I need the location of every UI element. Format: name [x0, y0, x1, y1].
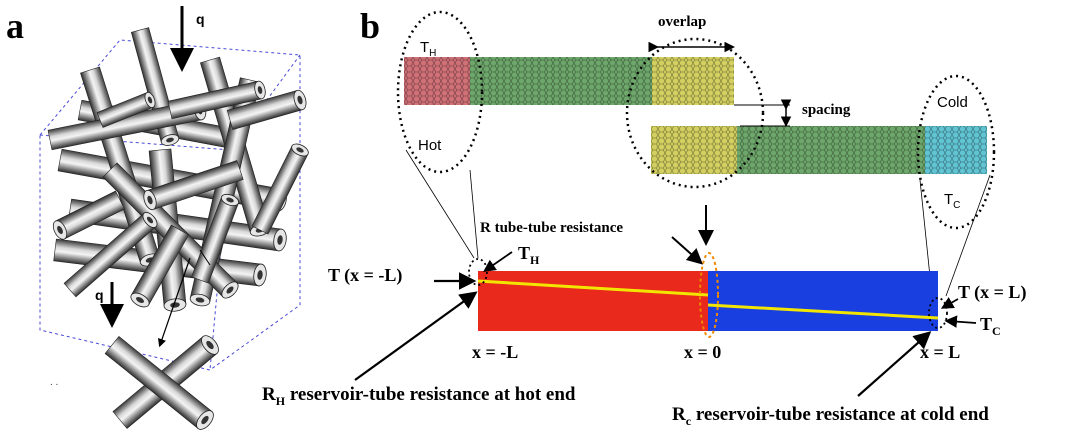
tube-tube-pointer-arrow [671, 236, 703, 265]
x-left-label: x = -L [472, 342, 518, 362]
nanotube-rod [143, 160, 244, 211]
hot-label: Hot [418, 137, 442, 154]
th-top-label: TH [420, 39, 436, 59]
x-zero-label: x = 0 [684, 342, 721, 362]
t-left-label: T (x = -L) [328, 265, 402, 286]
rh-label: RH reservoir-tube resistance at hot end [262, 384, 576, 408]
tc-top-label: TC [944, 191, 960, 211]
rc-arrow [857, 331, 932, 397]
nanotube-rod [104, 336, 214, 430]
nanotube-rod [63, 212, 158, 298]
nanotube-rod [130, 224, 190, 308]
nanotube-rod [167, 80, 266, 120]
tc-arrow [944, 315, 977, 328]
spacing-label: spacing [802, 102, 851, 118]
th-label: TH [518, 243, 540, 267]
nanotube-rod [191, 193, 240, 284]
nanotube-rod [226, 89, 307, 130]
cold-label: Cold [937, 94, 968, 111]
projection-line [945, 174, 991, 297]
nanotube-top [404, 57, 734, 105]
q-top-label: q [196, 11, 205, 27]
hot-end-ellipse [396, 10, 484, 174]
t-right-arrow [940, 297, 959, 309]
cold-end-ellipse [916, 74, 996, 230]
nanotube-rod [52, 190, 125, 240]
nanotube-rod [96, 91, 156, 128]
nanotube-bundle [47, 27, 309, 312]
nanotube-rod [251, 143, 309, 235]
temperature-profile-hot [477, 279, 709, 297]
t-right-label: T (x = L) [958, 282, 1026, 303]
tube-tube-interface-ellipse [699, 252, 719, 338]
overlap-label: overlap [658, 14, 706, 30]
panel-b-label: b [360, 6, 380, 46]
dots-label: . . [50, 377, 58, 388]
temperature-profile-cold [707, 303, 939, 320]
projection-line [405, 149, 475, 259]
zoom-line-short [199, 249, 211, 266]
panel-a-label: a [6, 6, 24, 46]
hot-tube-region [478, 271, 708, 331]
x-right-label: x = L [920, 342, 960, 362]
crossed-tubes [104, 335, 219, 430]
r-tube-label: R tube-tube resistance [480, 220, 623, 236]
cold-end-small-ellipse [928, 297, 948, 329]
cold-tube-region [708, 271, 938, 331]
panel-b: b overlap spacing TH Hot Cold [262, 6, 1026, 428]
panel-a: a q q . . [6, 6, 309, 430]
q-bottom-label: q [95, 287, 104, 303]
overlap-ellipse [625, 37, 765, 189]
nanotube-bottom [651, 126, 987, 174]
rh-arrow [354, 291, 478, 381]
projection-line [469, 169, 479, 259]
tc-label: TC [980, 314, 1001, 338]
th-pointer-arrow [483, 251, 513, 273]
rc-label: Rc reservoir-tube resistance at cold end [672, 404, 989, 428]
zoom-line [157, 257, 191, 348]
